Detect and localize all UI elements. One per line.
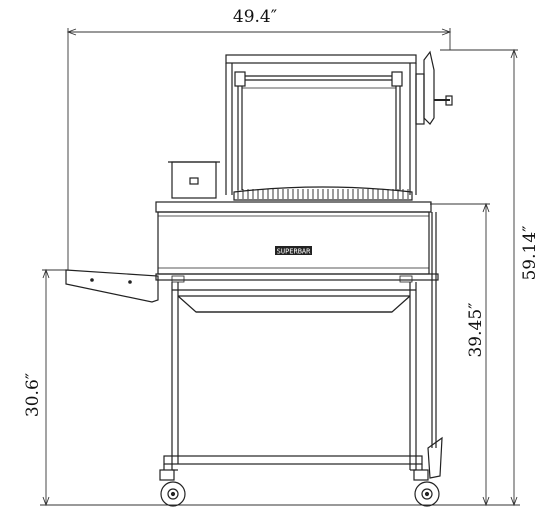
nameplate: SUPERBAR <box>275 246 312 256</box>
crank-wheel <box>415 50 453 125</box>
warming-box <box>168 161 220 199</box>
raising-frame <box>225 54 417 195</box>
nameplate-label: SUPERBAR <box>277 248 312 256</box>
cart-frame <box>163 282 423 471</box>
grill-grate <box>233 186 413 201</box>
caster-wheel-left <box>159 469 186 507</box>
firebox-body <box>155 201 439 283</box>
caster-wheel-right <box>413 469 440 507</box>
side-shelf <box>65 269 159 303</box>
overall-height-label: 59.14″ <box>520 225 538 280</box>
dimension-lines <box>40 28 520 507</box>
shelf-height-label: 30.6″ <box>23 373 43 417</box>
overall-width-label: 49.4″ <box>233 7 277 27</box>
tool-rod <box>427 212 443 479</box>
cooking-height-label: 39.45″ <box>466 302 486 357</box>
